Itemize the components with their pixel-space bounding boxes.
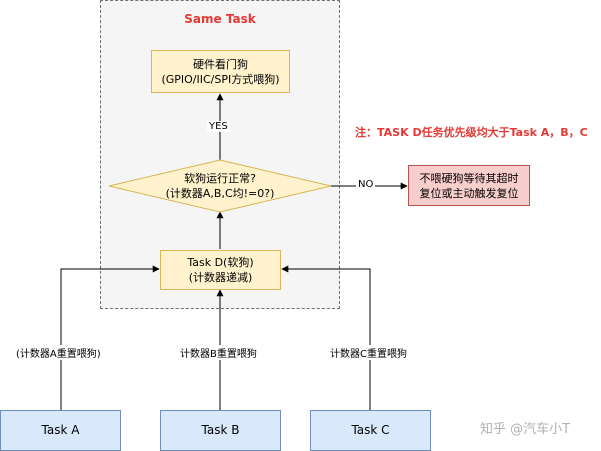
no-label: NO xyxy=(356,179,376,190)
taskd-line2: (计数器递减) xyxy=(188,271,253,284)
taskd-line1: Task D(软狗) xyxy=(187,256,254,269)
reset-line2: 复位或主动触发复位 xyxy=(419,186,519,200)
task-a-node: Task A xyxy=(0,410,121,451)
edge-taska-to-taskd xyxy=(60,265,160,410)
taska-label: Task A xyxy=(41,423,80,437)
task-c-node: Task C xyxy=(310,410,431,451)
priority-note: 注：TASK D任务优先级均大于Task A，B，C xyxy=(355,126,588,139)
decision-line1: 软狗运行正常? xyxy=(184,172,256,185)
watchdog-line1: 硬件看门狗 xyxy=(193,57,248,71)
feed-c-label: 计数器C重置喂狗 xyxy=(328,345,409,360)
feed-a-label: (计数器A重置喂狗) xyxy=(14,345,103,360)
task-d-node: Task D(软狗) (计数器递减) xyxy=(160,250,281,290)
taskb-label: Task B xyxy=(201,423,240,437)
group-title: Same Task xyxy=(184,12,256,26)
watermark: 知乎 @汽车小T xyxy=(480,422,571,437)
feed-b-label: 计数器B重置喂狗 xyxy=(178,345,259,360)
taskc-label: Task C xyxy=(351,423,390,437)
watchdog-line2: (GPIO/IIC/SPI方式喂狗) xyxy=(161,72,280,86)
task-b-node: Task B xyxy=(160,410,281,451)
hardware-watchdog-node: 硬件看门狗 (GPIO/IIC/SPI方式喂狗) xyxy=(151,50,290,93)
reset-line1: 不喂硬狗等待其超时 xyxy=(419,171,519,185)
edge-taskc-to-taskd xyxy=(281,265,371,410)
decision-node: 软狗运行正常? (计数器A,B,C均!=0?) xyxy=(140,170,300,202)
decision-line2: (计数器A,B,C均!=0?) xyxy=(165,187,275,200)
decision-diamond xyxy=(108,159,332,213)
reset-node: 不喂硬狗等待其超时 复位或主动触发复位 xyxy=(408,165,530,206)
yes-label: YES xyxy=(207,121,230,132)
